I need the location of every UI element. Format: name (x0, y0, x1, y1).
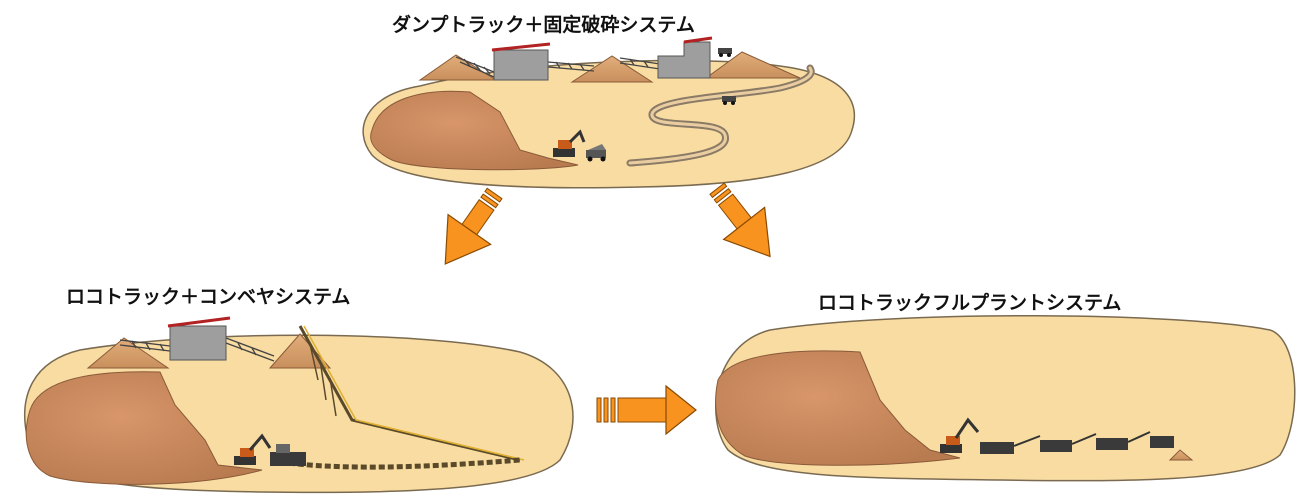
arrow-down-left-icon (424, 179, 516, 279)
scene-fixed-crushing (363, 38, 854, 188)
crushing-plant-building (658, 42, 710, 78)
scene-conveyor-system (25, 318, 573, 492)
arrow-right-icon (597, 386, 696, 434)
crushing-plant-building (494, 50, 548, 80)
arrow-down-right-icon (697, 173, 791, 273)
crusher-icon (1150, 436, 1174, 448)
crushing-plant-building (170, 326, 226, 360)
building-roof (168, 318, 230, 326)
scene-full-plant (716, 316, 1295, 481)
building-roof (684, 38, 712, 42)
dump-truck-icon (718, 48, 732, 57)
building-roof (492, 44, 550, 50)
